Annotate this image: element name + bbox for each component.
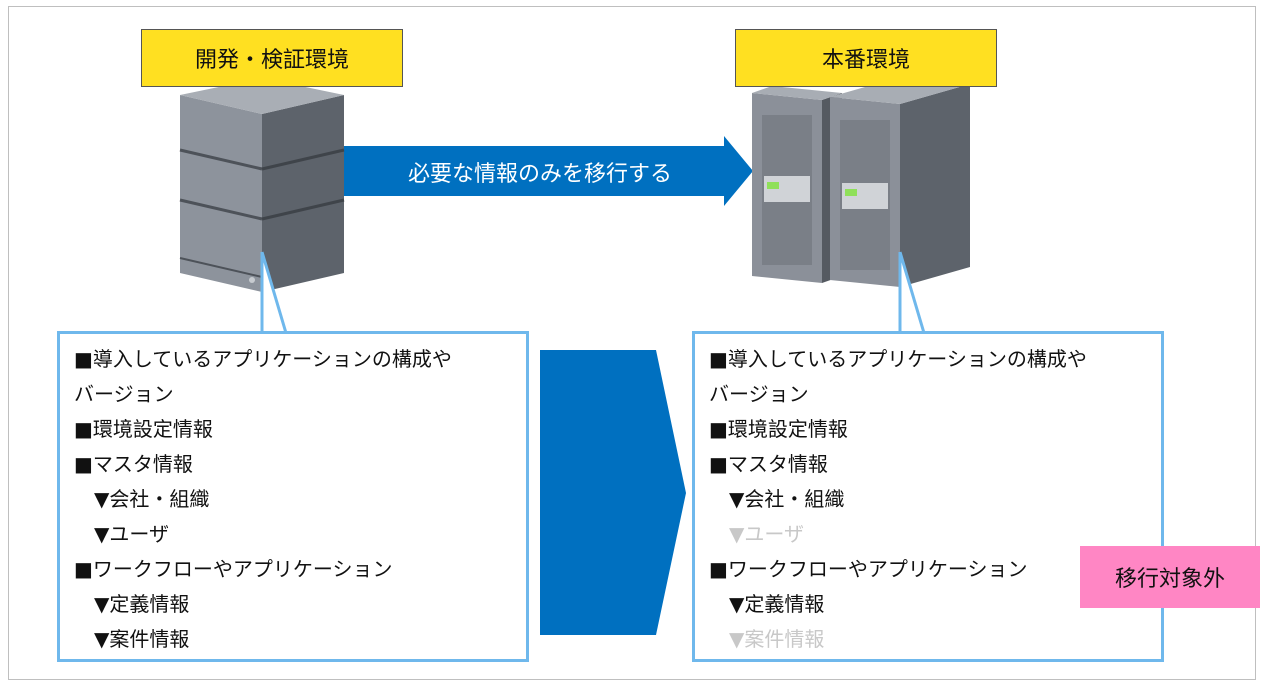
list-item-excluded: ▼案件情報 [729,627,825,651]
list-item: ■ワークフローやアプリケーション [709,557,1028,581]
list-item: バージョン [709,382,809,406]
list-item: ■マスタ情報 [709,452,828,476]
list-item: ■マスタ情報 [74,452,193,476]
prod-info-box: ■導入しているアプリケーションの構成や バージョン ■環境設定情報 ■マスタ情報… [692,331,1164,662]
migrate-arrow [343,136,753,206]
list-item: ▼定義情報 [729,592,825,616]
list-item: ▼定義情報 [94,592,190,616]
exclude-label: 移行対象外 [1080,546,1260,608]
list-item: バージョン [74,382,174,406]
list-item: ■導入しているアプリケーションの構成や [709,347,1087,371]
prod-environment-label: 本番環境 [735,29,997,87]
dev-info-box: ■導入しているアプリケーションの構成や バージョン ■環境設定情報 ■マスタ情報… [57,331,529,662]
list-item: ■ワークフローやアプリケーション [74,557,393,581]
list-item: ▼会社・組織 [729,487,845,511]
diagram-frame [8,6,1256,680]
server-tower-icon [179,78,345,292]
list-item: ▼会社・組織 [94,487,210,511]
list-item: ■環境設定情報 [709,417,848,441]
list-item: ▼案件情報 [94,627,190,651]
list-item: ▼ユーザ [94,522,169,546]
server-rack-icon [752,77,970,287]
dev-environment-label: 開発・検証環境 [141,29,403,87]
list-item-excluded: ▼ユーザ [729,522,804,546]
list-item: ■導入しているアプリケーションの構成や [74,347,452,371]
transfer-chevron-arrow [540,350,686,635]
list-item: ■環境設定情報 [74,417,213,441]
migrate-arrow-text: 必要な情報のみを移行する [407,162,672,187]
